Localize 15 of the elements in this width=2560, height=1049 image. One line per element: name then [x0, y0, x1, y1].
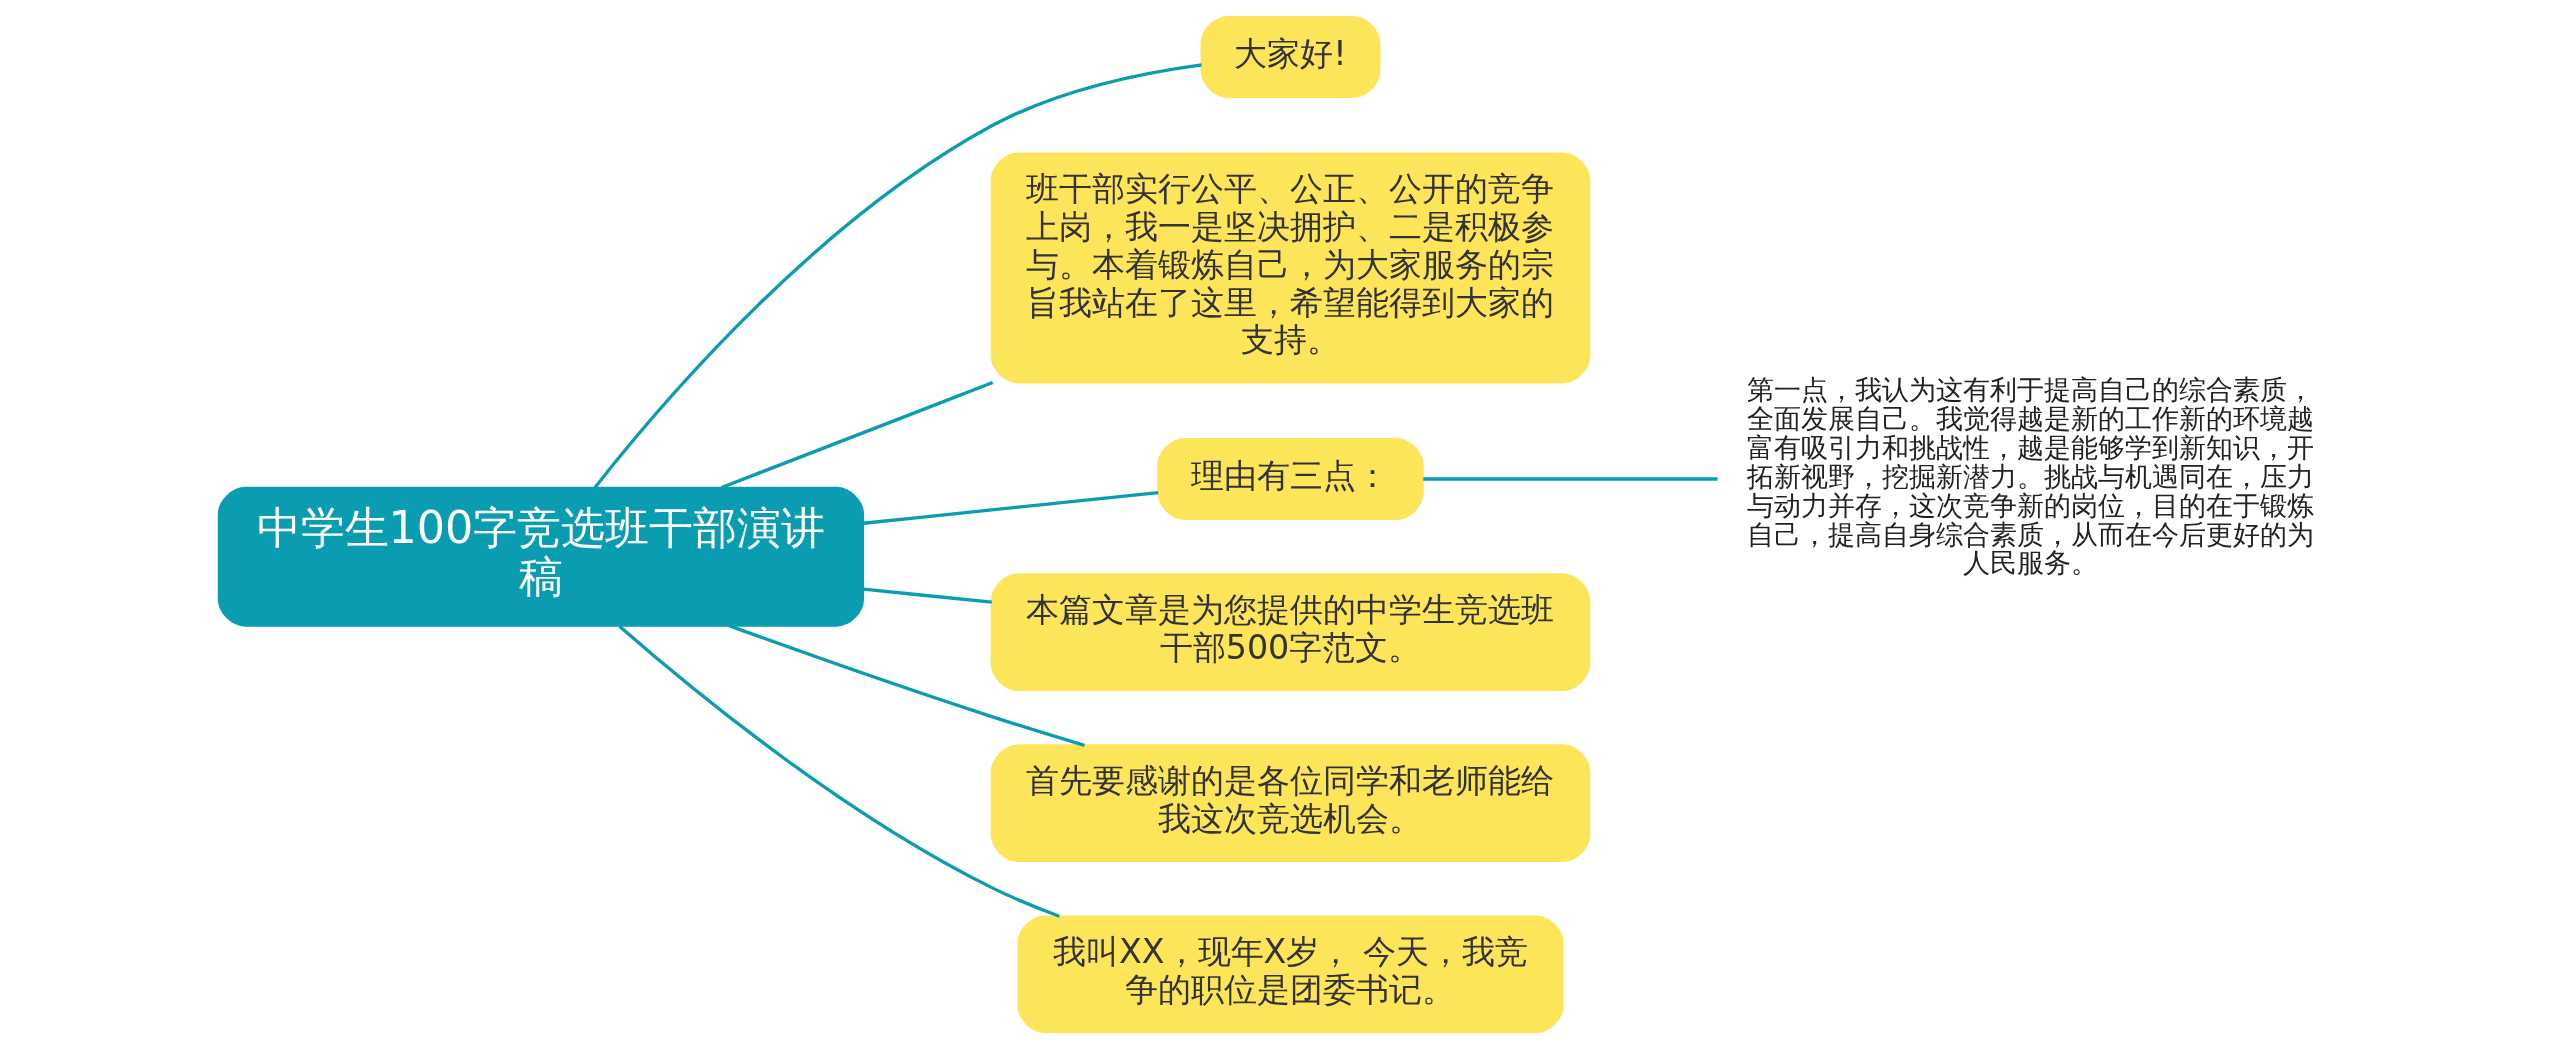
connector	[862, 490, 1158, 525]
node-box: 首先要感谢的是各位同学和老师能给我这次竞选机会。	[990, 744, 1590, 863]
connector	[617, 624, 1060, 918]
node-box: 我叫XX，现年X岁， 今天，我竞争的职位是团委书记。	[1016, 915, 1564, 1034]
node-box: 班干部实行公平、公正、公开的竞争上岗，我一是坚决拥护、二是积极参与。本着锻炼自己，为大家服务的宗旨我站在了这里，希望能得到大家的支持。	[990, 152, 1590, 384]
node-box: 中学生100字竞选班干部演讲稿	[217, 486, 864, 627]
node-box: 理由有三点：	[1156, 437, 1424, 521]
connector	[593, 63, 1202, 489]
connector	[1422, 477, 1718, 481]
connector	[720, 380, 993, 490]
node-text: 第一点，我认为这有利于提高自己的综合素质，全面发展自己。我觉得越是新的工作新的环境越富有吸引力和挑战性，越是能够学到新知识，开拓新视野，挖掘新潜力。挑战与机遇同在，压力与动力并存，这次竞争新的岗位，目的在于锻炼自己，提高自身综合素质，从而在今后更好的为人民服务。	[1746, 374, 2314, 579]
connector	[727, 624, 1085, 747]
node-box: 大家好!	[1200, 15, 1380, 99]
node-box: 本篇文章是为您提供的中学生竞选班干部500字范文。	[990, 573, 1590, 692]
connector	[862, 587, 992, 604]
